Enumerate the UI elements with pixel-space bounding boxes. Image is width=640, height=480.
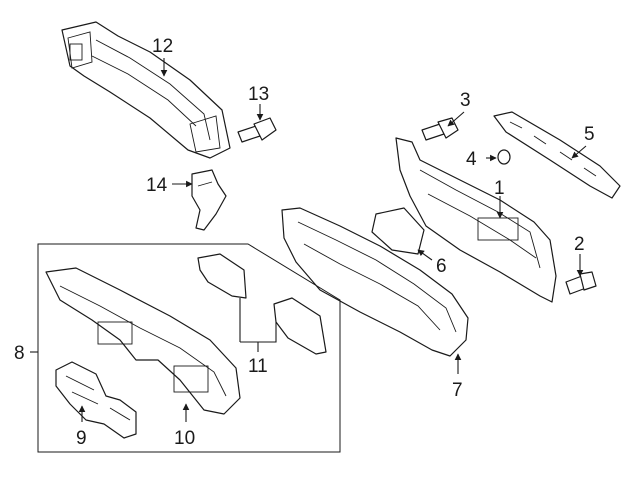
- callout-6: 6: [436, 256, 447, 277]
- callout-12: 12: [152, 36, 173, 57]
- leader-lines: [30, 58, 587, 422]
- group-box-8: [37, 243, 341, 453]
- callout-7: 7: [452, 380, 463, 401]
- part-7-lower-cover: [281, 207, 469, 357]
- callout-8: 8: [14, 343, 25, 364]
- callout-4: 4: [466, 149, 477, 170]
- callout-11: 11: [248, 356, 268, 377]
- part-13-bolt: [237, 117, 277, 143]
- callout-1: 1: [494, 178, 505, 199]
- part-10-inner-bumper: [45, 267, 241, 415]
- part-14-bracket: [191, 169, 227, 231]
- part-1-bumper-bracket: [395, 137, 557, 303]
- callout-13: 13: [248, 84, 269, 105]
- part-2-bolt: [565, 271, 597, 295]
- callout-2: 2: [574, 234, 585, 255]
- part-9-plate: [55, 361, 137, 439]
- callout-5: 5: [584, 124, 595, 145]
- callout-14: 14: [146, 175, 168, 196]
- part-4-clip: [497, 149, 511, 165]
- callout-3: 3: [460, 90, 471, 111]
- callout-9: 9: [76, 428, 87, 449]
- part-11-brackets: [197, 253, 327, 355]
- callout-10: 10: [174, 428, 195, 449]
- part-12-reinforcement-beam: [61, 21, 231, 159]
- part-5-strip: [493, 111, 621, 199]
